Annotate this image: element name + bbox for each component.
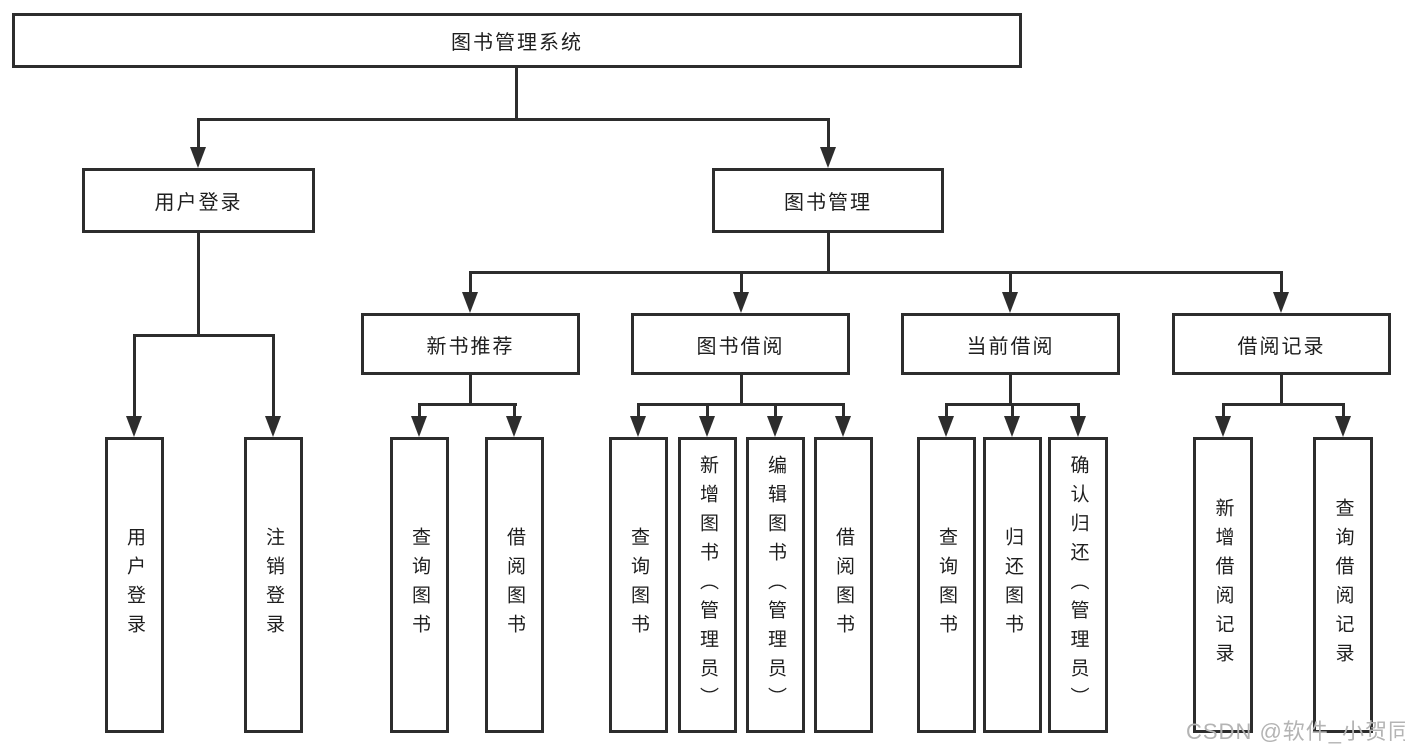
connector-book-borrow-stub xyxy=(740,375,743,406)
leaf-nb-query-book-label: 查询图书 xyxy=(409,527,430,643)
arrow-to-leaf-logout xyxy=(265,416,281,437)
connector-to-leaf-login-line xyxy=(133,334,136,420)
connector-to-current-borrow-line xyxy=(1009,271,1012,297)
connector-user-login-stub xyxy=(197,233,200,337)
connector-br-leaf1-line xyxy=(1222,403,1225,420)
connector-book-borrow-rail xyxy=(637,403,845,406)
connector-nb-leaf2-line xyxy=(513,403,516,420)
leaf-user-login-label: 用户登录 xyxy=(124,527,145,643)
arrow-to-book-borrow xyxy=(733,292,749,313)
connector-to-borrow-records-line xyxy=(1280,271,1283,297)
connector-borrow-records-rail xyxy=(1222,403,1345,406)
node-library-system: 图书管理系统 xyxy=(12,13,1022,68)
connector-to-user-login-line xyxy=(197,118,200,150)
arrow-nb-leaf1 xyxy=(411,416,427,437)
node-current-borrow-label: 当前借阅 xyxy=(966,335,1055,358)
leaf-bb-add-book: 新增图书（管理员） xyxy=(678,437,737,733)
arrow-bb-leaf2 xyxy=(699,416,715,437)
node-user-login: 用户登录 xyxy=(82,168,315,233)
connector-new-book-stub xyxy=(469,375,472,406)
connector-book-mgmt-stub xyxy=(827,233,830,274)
node-user-login-label: 用户登录 xyxy=(154,192,243,214)
connector-to-book-mgmt-line xyxy=(827,118,830,150)
arrow-cb-leaf3 xyxy=(1070,416,1086,437)
leaf-nb-borrow-book-label: 借阅图书 xyxy=(504,527,525,643)
leaf-user-login: 用户登录 xyxy=(105,437,164,733)
node-new-book-rec-label: 新书推荐 xyxy=(426,335,515,358)
leaf-bb-borrow-book: 借阅图书 xyxy=(814,437,873,733)
leaf-nb-borrow-book: 借阅图书 xyxy=(485,437,544,733)
node-new-book-rec: 新书推荐 xyxy=(361,313,580,375)
arrow-bb-leaf3 xyxy=(767,416,783,437)
leaf-cb-query-book: 查询图书 xyxy=(917,437,976,733)
arrow-br-leaf1 xyxy=(1215,416,1231,437)
connector-new-book-rail xyxy=(418,403,517,406)
arrow-br-leaf2 xyxy=(1335,416,1351,437)
connector-root-stub xyxy=(515,68,518,120)
leaf-cb-query-book-label: 查询图书 xyxy=(936,527,957,643)
node-current-borrow: 当前借阅 xyxy=(901,313,1120,375)
leaf-bb-add-book-label: 新增图书（管理员） xyxy=(697,454,718,716)
connector-bb-leaf1-line xyxy=(637,403,640,420)
connector-user-login-rail xyxy=(133,334,275,337)
arrow-to-borrow-records xyxy=(1273,292,1289,313)
connector-root-rail xyxy=(197,118,830,121)
arrow-bb-leaf1 xyxy=(630,416,646,437)
arrow-nb-leaf2 xyxy=(506,416,522,437)
leaf-bb-query-book: 查询图书 xyxy=(609,437,668,733)
leaf-cb-return-book: 归还图书 xyxy=(983,437,1042,733)
leaf-cb-confirm-return: 确认归还（管理员） xyxy=(1048,437,1108,733)
connector-bb-leaf3-line xyxy=(774,403,777,420)
arrow-to-current-borrow xyxy=(1002,292,1018,313)
connector-borrow-records-stub xyxy=(1280,375,1283,406)
leaf-logout: 注销登录 xyxy=(244,437,303,733)
connector-cb-leaf1-line xyxy=(945,403,948,420)
arrow-to-leaf-login xyxy=(126,416,142,437)
watermark: CSDN @软件_小贺同学 xyxy=(1186,719,1405,744)
leaf-bb-query-book-label: 查询图书 xyxy=(628,527,649,643)
arrow-to-new-book xyxy=(462,292,478,313)
arrow-to-user-login xyxy=(190,147,206,168)
connector-cb-leaf2-line xyxy=(1011,403,1014,420)
connector-current-borrow-stub xyxy=(1009,375,1012,406)
connector-br-leaf2-line xyxy=(1342,403,1345,420)
node-book-borrow-label: 图书借阅 xyxy=(696,335,785,358)
connector-cb-leaf3-line xyxy=(1077,403,1080,420)
connector-bb-leaf2-line xyxy=(706,403,709,420)
arrow-cb-leaf2 xyxy=(1004,416,1020,437)
node-borrow-records-label: 借阅记录 xyxy=(1237,335,1326,358)
node-book-borrow: 图书借阅 xyxy=(631,313,850,375)
connector-to-new-book-line xyxy=(469,271,472,297)
node-library-system-label: 图书管理系统 xyxy=(451,32,583,54)
leaf-br-add-record-label: 新增借阅记录 xyxy=(1212,498,1234,672)
connector-nb-leaf1-line xyxy=(418,403,421,420)
leaf-br-query-record: 查询借阅记录 xyxy=(1313,437,1373,733)
node-borrow-records: 借阅记录 xyxy=(1172,313,1391,375)
connector-to-book-borrow-line xyxy=(740,271,743,297)
node-book-mgmt: 图书管理 xyxy=(712,168,944,233)
connector-bb-leaf4-line xyxy=(842,403,845,420)
leaf-cb-return-book-label: 归还图书 xyxy=(1002,527,1023,643)
leaf-bb-edit-book-label: 编辑图书（管理员） xyxy=(765,454,786,716)
arrow-cb-leaf1 xyxy=(938,416,954,437)
arrow-to-book-mgmt xyxy=(820,147,836,168)
connector-book-mgmt-rail xyxy=(469,271,1282,274)
leaf-bb-edit-book: 编辑图书（管理员） xyxy=(746,437,805,733)
arrow-bb-leaf4 xyxy=(835,416,851,437)
leaf-br-query-record-label: 查询借阅记录 xyxy=(1332,498,1354,672)
node-book-mgmt-label: 图书管理 xyxy=(784,192,872,214)
leaf-bb-borrow-book-label: 借阅图书 xyxy=(833,527,854,643)
leaf-logout-label: 注销登录 xyxy=(263,527,284,643)
leaf-br-add-record: 新增借阅记录 xyxy=(1193,437,1253,733)
leaf-nb-query-book: 查询图书 xyxy=(390,437,449,733)
leaf-cb-confirm-return-label: 确认归还（管理员） xyxy=(1067,454,1089,716)
connector-to-leaf-logout-line xyxy=(272,334,275,420)
